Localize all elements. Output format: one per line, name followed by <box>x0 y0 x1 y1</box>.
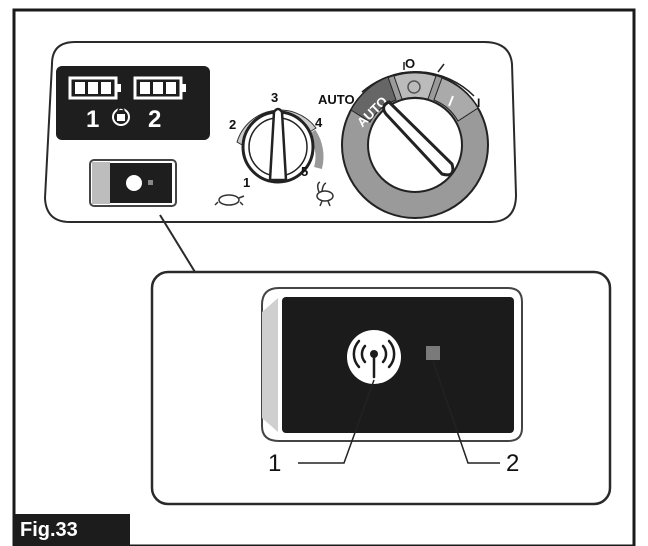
battery-2-label: 2 <box>148 106 161 133</box>
battery-1-icon <box>68 76 121 100</box>
mode-segment-on-icon <box>448 95 454 107</box>
fan-speed-label-1: 1 <box>243 175 250 190</box>
mode-segment-off-icon <box>407 80 421 94</box>
mode-dial[interactable]: AUTO AUTO O I <box>318 56 489 219</box>
figure-label: Fig.33 <box>14 514 130 546</box>
wireless-icon <box>352 339 396 379</box>
callout-2-leader <box>432 360 500 464</box>
lock-icon <box>112 107 130 126</box>
battery-1-label: 1 <box>86 106 99 133</box>
fan-speed-label-4: 4 <box>315 115 323 130</box>
indicator-led <box>426 346 440 360</box>
indicator-small-led <box>148 180 153 185</box>
fan-speed-label-3: 3 <box>271 90 278 105</box>
callout-1-leader <box>298 379 375 464</box>
fan-speed-label-5: 5 <box>301 164 308 179</box>
battery-indicator: 1 2 <box>56 66 210 140</box>
wireless-button-enlarged[interactable] <box>261 287 523 442</box>
turtle-icon <box>214 194 245 206</box>
fan-speed-label-2: 2 <box>229 117 236 132</box>
mode-dial-pointer <box>382 100 455 177</box>
callout-1-label: 1 <box>268 450 281 477</box>
callout-2-label: 2 <box>506 450 519 477</box>
auto-segment <box>350 76 397 123</box>
wireless-button-small[interactable] <box>89 159 177 207</box>
mode-right-mark: I <box>477 96 480 110</box>
mode-outer-label: AUTO <box>318 92 355 107</box>
fan-speed-pointer <box>268 107 288 182</box>
fan-speed-dial[interactable]: 1 2 3 4 5 <box>214 90 334 207</box>
rabbit-icon <box>316 181 334 207</box>
mode-top-mark: O <box>405 56 415 71</box>
wireless-small-icon <box>126 175 142 191</box>
battery-2-icon <box>133 76 186 100</box>
